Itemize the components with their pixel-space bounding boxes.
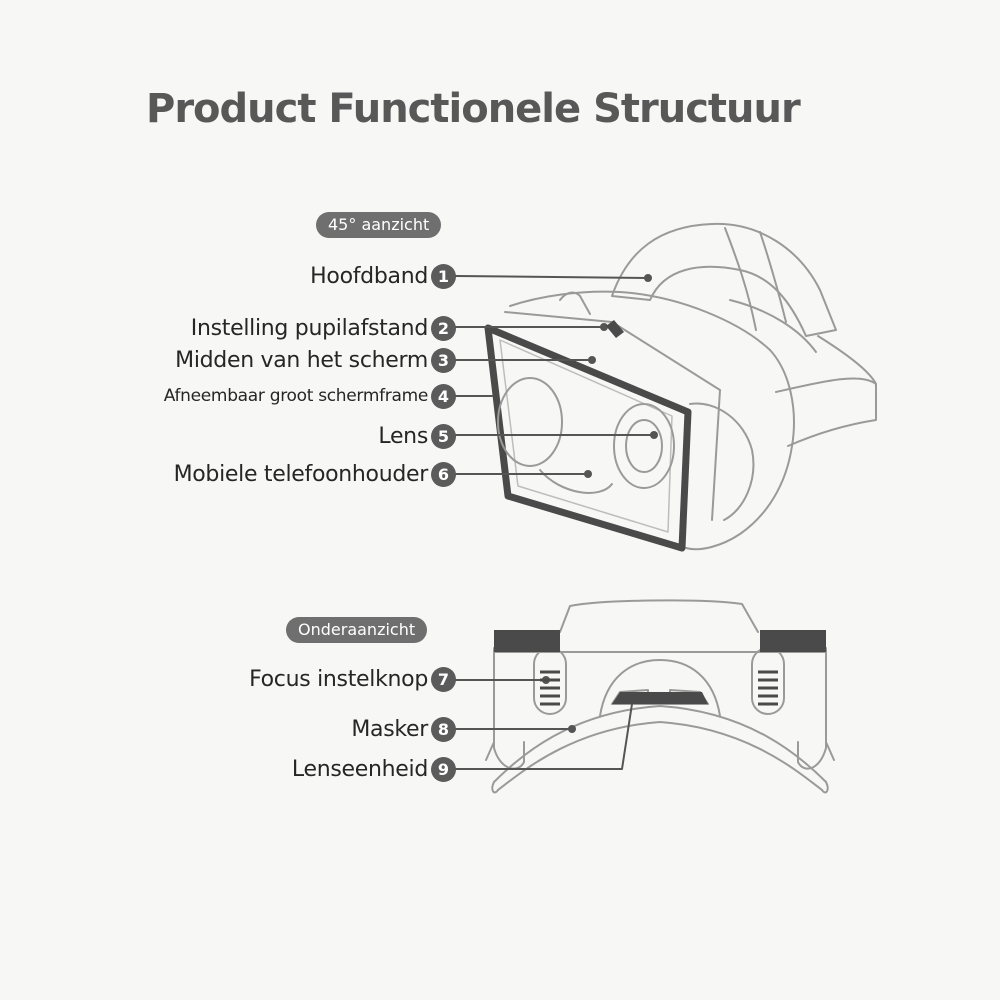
leader-line-9 bbox=[455, 703, 633, 770]
callout-pupil-distance: Instelling pupilafstand 2 bbox=[191, 314, 456, 342]
dark-filled-parts bbox=[494, 320, 826, 704]
right-focus-knob-ridges bbox=[758, 670, 778, 706]
lens-unit-block bbox=[612, 692, 708, 704]
callout-end-dots bbox=[542, 274, 658, 733]
callout-phone-holder: Mobiele telefoonhouder 6 bbox=[174, 460, 456, 488]
callout-label: Lens bbox=[378, 423, 428, 449]
page-title: Product Functionele Structuur bbox=[146, 86, 801, 132]
callout-screen-frame: Afneembaar groot schermframe 4 bbox=[164, 382, 456, 410]
leader-dot-6 bbox=[584, 470, 592, 478]
leader-line-1 bbox=[455, 275, 649, 279]
callout-number-badge: 6 bbox=[431, 461, 456, 487]
callout-label: Midden van het scherm bbox=[175, 347, 428, 373]
callout-focus-knob: Focus instelknop 7 bbox=[249, 665, 456, 693]
callout-number-badge: 1 bbox=[431, 263, 456, 289]
callout-headband: Hoofdband 1 bbox=[310, 262, 456, 290]
callout-label: Instelling pupilafstand bbox=[190, 315, 429, 341]
left-body-cap bbox=[494, 630, 560, 652]
callout-leader-lines bbox=[455, 275, 655, 770]
callout-number-badge: 4 bbox=[431, 383, 456, 409]
leader-dot-1 bbox=[644, 274, 652, 282]
pupil-distance-slider bbox=[606, 320, 624, 338]
leader-dot-8 bbox=[568, 725, 576, 733]
callout-mask: Masker 8 bbox=[351, 715, 456, 743]
callout-number-badge: 2 bbox=[431, 315, 456, 341]
leader-dot-5 bbox=[650, 431, 658, 439]
callout-label: Focus instelknop bbox=[249, 666, 428, 692]
vr-headset-45-view bbox=[484, 222, 877, 552]
callout-number-badge: 5 bbox=[431, 423, 456, 449]
callout-lens: Lens 5 bbox=[378, 422, 456, 450]
callout-label: Lenseenheid bbox=[291, 756, 428, 782]
callout-screen-center: Midden van het scherm 3 bbox=[175, 346, 456, 374]
section-label-45-view: 45° aanzicht bbox=[316, 212, 442, 238]
leader-dot-3 bbox=[588, 356, 596, 364]
callout-label: Afneembaar groot schermframe bbox=[163, 386, 429, 406]
callout-number-badge: 3 bbox=[431, 347, 456, 373]
callout-number-badge: 9 bbox=[431, 756, 456, 782]
callout-label: Masker bbox=[351, 716, 428, 742]
section-label-bottom-view: Onderaanzicht bbox=[286, 617, 428, 643]
callout-label: Mobiele telefoonhouder bbox=[173, 461, 429, 487]
callout-lens-unit: Lenseenheid 9 bbox=[292, 755, 456, 783]
callout-label: Hoofdband bbox=[310, 263, 428, 289]
leader-dot-2 bbox=[600, 323, 608, 331]
left-focus-knob-ridges bbox=[540, 670, 560, 706]
callout-number-badge: 7 bbox=[431, 666, 456, 692]
callout-number-badge: 8 bbox=[431, 716, 456, 742]
right-body-cap bbox=[760, 630, 826, 652]
focus-knob-ridges bbox=[540, 670, 778, 706]
